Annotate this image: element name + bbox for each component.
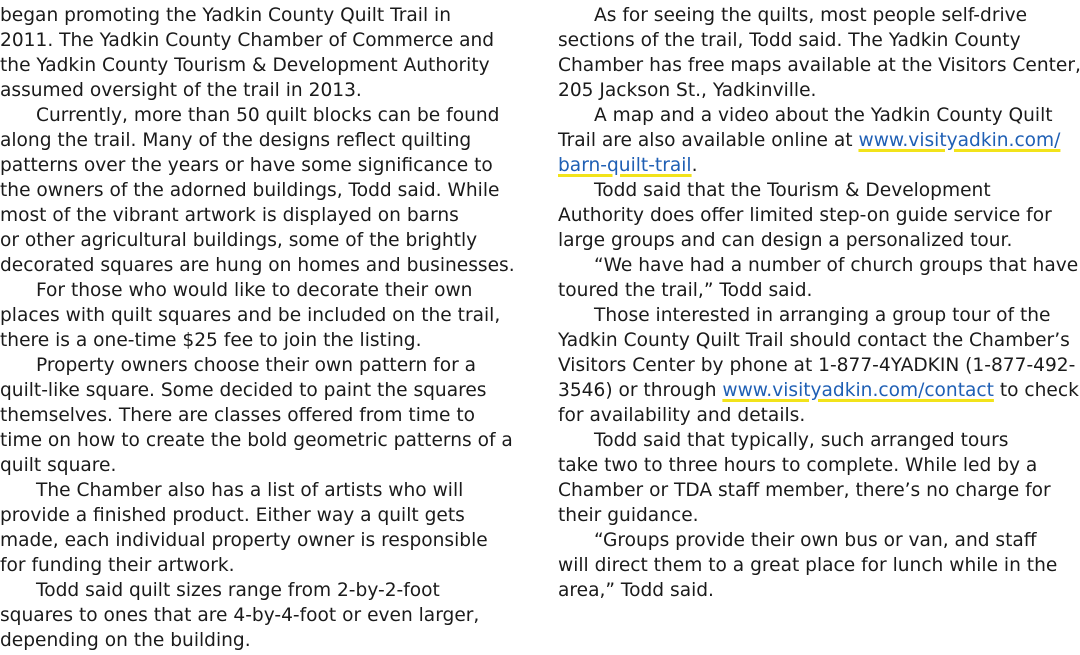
text-segment: . [691,155,698,176]
text-line: Those interested in arranging a group to… [558,303,1080,328]
text-segment: sections of the trail, Todd said. The Ya… [558,30,1021,51]
text-line: for funding their artwork. [0,555,235,576]
text-segment: toured the trail,” Todd said. [558,280,813,301]
text-segment: for availability and details. [558,405,806,426]
text-segment: area,” Todd said. [558,580,714,601]
text-line: 2011. The Yadkin County Chamber of Comme… [0,30,495,51]
text-line: the owners of the adorned buildings, Tod… [0,180,500,201]
text-line: area,” Todd said. [558,578,1080,603]
text-line: depending on the building. [0,630,251,651]
text-segment: Chamber has free maps available at the V… [558,55,1080,76]
text-line: quilt square. [0,455,117,476]
text-line: As for seeing the quilts, most people se… [558,3,1080,28]
text-line: The Chamber also has a list of artists w… [36,480,464,501]
text-line: 205 Jackson St., Yadkinville. [558,78,1080,103]
text-line: For those who would like to decorate the… [36,280,473,301]
text-line: their guidance. [558,503,1080,528]
web-link[interactable]: barn-quilt-trail [558,155,692,176]
text-line: there is a one-time $25 fee to join the … [0,330,422,351]
text-line: or other agricultural buildings, some of… [0,230,478,251]
web-link[interactable]: www.visityadkin.com/ [858,130,1061,151]
text-segment: “We have had a number of church groups t… [594,255,1079,276]
text-segment: their guidance. [558,505,699,526]
text-line: assumed oversight of the trail in 2013. [0,80,362,101]
text-line: time on how to create the bold geometric… [0,430,513,451]
text-line: Trail are also available online at www.v… [558,128,1080,153]
text-segment: Those interested in arranging a group to… [594,305,1051,326]
text-line: take two to three hours to complete. Whi… [558,453,1080,478]
text-line: squares to ones that are 4-by-4-foot or … [0,605,480,626]
text-line: Yadkin County Quilt Trail should contact… [558,328,1080,353]
text-line: Todd said quilt sizes range from 2-by-2-… [36,580,440,601]
text-line: provide a finished product. Either way a… [0,505,465,526]
text-segment: As for seeing the quilts, most people se… [594,5,1028,26]
article-column-left: began promoting the Yadkin County Quilt … [0,3,525,653]
text-segment: Todd said that typically, such arranged … [594,430,1009,451]
text-segment: A map and a video about the Yadkin Count… [594,105,1053,126]
text-line: sections of the trail, Todd said. The Ya… [558,28,1080,53]
text-line: toured the trail,” Todd said. [558,278,1080,303]
text-line: patterns over the years or have some sig… [0,155,493,176]
text-segment: take two to three hours to complete. Whi… [558,455,1038,476]
text-line: “Groups provide their own bus or van, an… [558,528,1080,553]
text-line: Todd said that the Tourism & Development [558,178,1080,203]
text-line: Visitors Center by phone at 1-877-4YADKI… [558,353,1080,378]
text-segment: Yadkin County Quilt Trail should contact… [558,330,1070,351]
text-line: 3546) or through www.visityadkin.com/con… [558,378,1080,403]
text-line: “We have had a number of church groups t… [558,253,1080,278]
text-segment: to check [993,380,1079,401]
text-line: large groups and can design a personaliz… [558,228,1080,253]
text-line: quilt-like square. Some decided to paint… [0,380,487,401]
text-line: along the trail. Many of the designs ref… [0,130,472,151]
text-line: barn-quilt-trail. [558,153,1080,178]
text-line: will direct them to a great place for lu… [558,553,1080,578]
text-line: Todd said that typically, such arranged … [558,428,1080,453]
text-line: for availability and details. [558,403,1080,428]
text-line: made, each individual property owner is … [0,530,488,551]
text-segment: 3546) or through [558,380,723,401]
text-segment: “Groups provide their own bus or van, an… [594,530,1037,551]
text-line: places with quilt squares and be include… [0,305,501,326]
text-segment: will direct them to a great place for lu… [558,555,1058,576]
text-line: Chamber has free maps available at the V… [558,53,1080,78]
text-line: Chamber or TDA staff member, there’s no … [558,478,1080,503]
text-line: Currently, more than 50 quilt blocks can… [36,105,500,126]
article-column-right: As for seeing the quilts, most people se… [558,3,1080,603]
text-line: Property owners choose their own pattern… [36,355,477,376]
text-segment: Chamber or TDA staff member, there’s no … [558,480,1051,501]
text-line: began promoting the Yadkin County Quilt … [0,5,451,26]
text-line: themselves. There are classes offered fr… [0,405,475,426]
text-segment: Authority does offer limited step-on gui… [558,205,1052,226]
text-segment: 205 Jackson St., Yadkinville. [558,80,817,101]
text-segment: Trail are also available online at [558,130,859,151]
text-line: decorated squares are hung on homes and … [0,255,515,276]
text-line: the Yadkin County Tourism & Development … [0,55,490,76]
text-segment: large groups and can design a personaliz… [558,230,1013,251]
web-link[interactable]: www.visityadkin.com/contact [722,380,994,401]
text-line: A map and a video about the Yadkin Count… [558,103,1080,128]
text-segment: Visitors Center by phone at 1-877-4YADKI… [558,355,1076,376]
text-line: most of the vibrant artwork is displayed… [0,205,459,226]
text-line: Authority does offer limited step-on gui… [558,203,1080,228]
text-segment: Todd said that the Tourism & Development [594,180,991,201]
